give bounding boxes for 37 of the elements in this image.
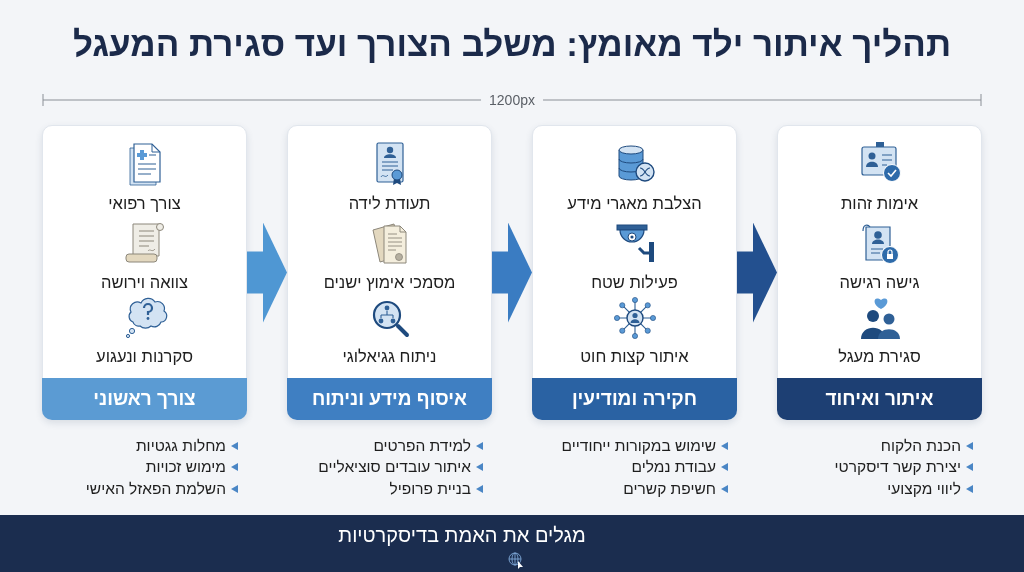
item-label: סגירת מעגל: [838, 346, 921, 366]
item-label: מסמכי אימוץ ישנים: [323, 272, 456, 292]
stage-band: צורך ראשוני: [42, 378, 247, 420]
item-label: תעודת לידה: [348, 193, 431, 213]
bullet-text: מימוש זכויות: [145, 457, 226, 477]
card: [532, 125, 737, 420]
item-label: איתור קצות חוט: [580, 346, 689, 366]
bullet-text: מחלות גגטיות: [135, 436, 226, 456]
footer-text: מגלים את האמת בדיסקרטיות: [338, 523, 586, 547]
bullet-text: איתור עובדים סוציאליים: [318, 457, 471, 477]
card: [287, 125, 492, 420]
bullet-text: השלמת הפאזל האישי: [85, 479, 226, 499]
stage-band: איסוף מידע וניתוח: [287, 378, 492, 420]
bullet-text: הכנת הלקוח: [880, 436, 961, 456]
item-label: אימות זהות: [840, 193, 919, 213]
card: [777, 125, 982, 420]
bullet-text: שימוש במקורות ייחודיים: [561, 436, 716, 456]
arrow: [247, 222, 287, 323]
item-label: הצלבת מאגרי מידע: [567, 193, 702, 213]
stage-band: חקירה ומודיעין: [532, 378, 737, 420]
item-label: ניתוח גגיאלוגי: [342, 346, 437, 366]
arrow: [492, 222, 532, 323]
bullet-text: בניית פרופיל: [389, 479, 471, 499]
bullet-text: יצירת קשר דיסקרטי: [834, 457, 961, 477]
bullet-text: עבודת נמלים: [631, 457, 716, 477]
item-label: סקרנות ונעגוע: [96, 346, 193, 366]
stage-band: איתור ואיחוד: [777, 378, 982, 420]
title: תהליך איתור ילד מאומץ: משלב הצורך ועד סגירת המעגל: [72, 24, 952, 64]
bullet-text: ליווי מקצועי: [887, 479, 961, 499]
bullet-text: חשיפת קשרים: [623, 479, 716, 499]
bullet-text: למידת הפרטים: [373, 436, 471, 456]
card: [42, 125, 247, 420]
item-label: צורך רפואי: [108, 193, 181, 213]
item-label: גישה רגישה: [839, 272, 920, 292]
item-label: פעילות שטח: [591, 272, 678, 292]
item-label: צוואה וירושה: [100, 272, 189, 292]
arrow: [737, 222, 777, 323]
